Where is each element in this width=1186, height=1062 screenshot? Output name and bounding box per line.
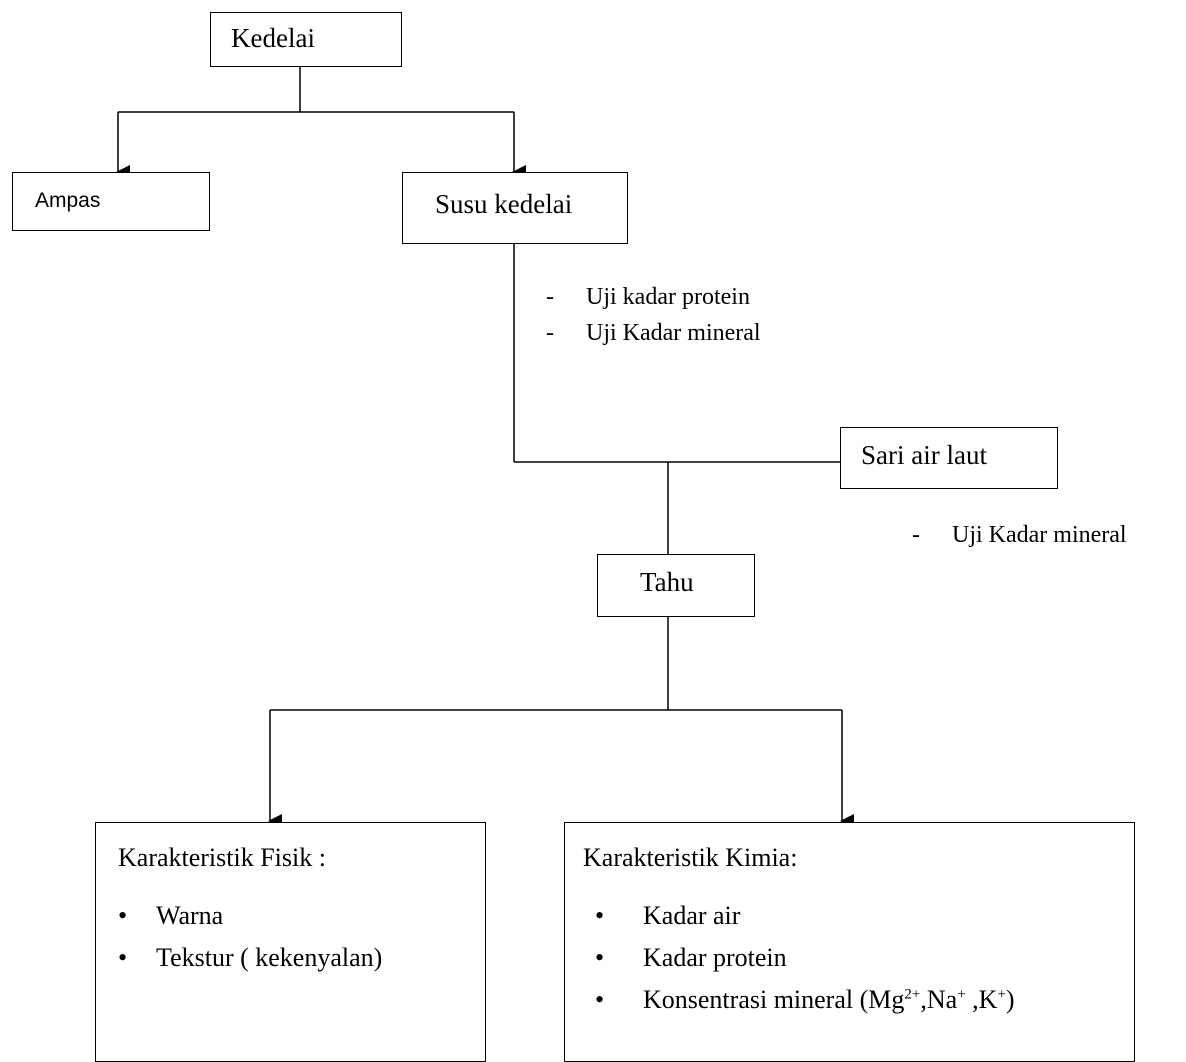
panel-fisik-title: Karakteristik Fisik : [118,843,326,872]
kimia-item-konsentrasi-mineral: •Konsentrasi mineral (Mg2+,Na+ ,K+) [595,985,1015,1014]
node-sari-air-laut: Sari air laut [840,427,1058,489]
node-ampas-label: Ampas [35,189,101,212]
kimia-item-kadar-air: •Kadar air [595,901,741,930]
node-kedelai: Kedelai [210,12,402,67]
note-susu-1: -Uji kadar protein [546,284,750,310]
note-susu-2: -Uji Kadar mineral [546,320,761,346]
panel-karakteristik-fisik: Karakteristik Fisik : •Warna •Tekstur ( … [95,822,486,1062]
node-susu-kedelai: Susu kedelai [402,172,628,244]
flow-connectors [116,66,854,828]
node-kedelai-label: Kedelai [231,23,315,53]
kimia-item-kadar-protein: •Kadar protein [595,943,787,972]
panel-kimia-title: Karakteristik Kimia: [583,843,798,872]
fisik-item-warna: •Warna [118,901,224,930]
node-susu-kedelai-label: Susu kedelai [435,189,573,219]
node-ampas: Ampas [12,172,210,231]
fisik-item-tekstur: •Tekstur ( kekenyalan) [118,943,383,972]
panel-karakteristik-kimia: Karakteristik Kimia: •Kadar air •Kadar p… [564,822,1135,1062]
node-sari-air-laut-label: Sari air laut [861,440,987,470]
note-sari-1: -Uji Kadar mineral [912,522,1127,548]
node-tahu: Tahu [597,554,755,617]
node-tahu-label: Tahu [640,567,694,597]
